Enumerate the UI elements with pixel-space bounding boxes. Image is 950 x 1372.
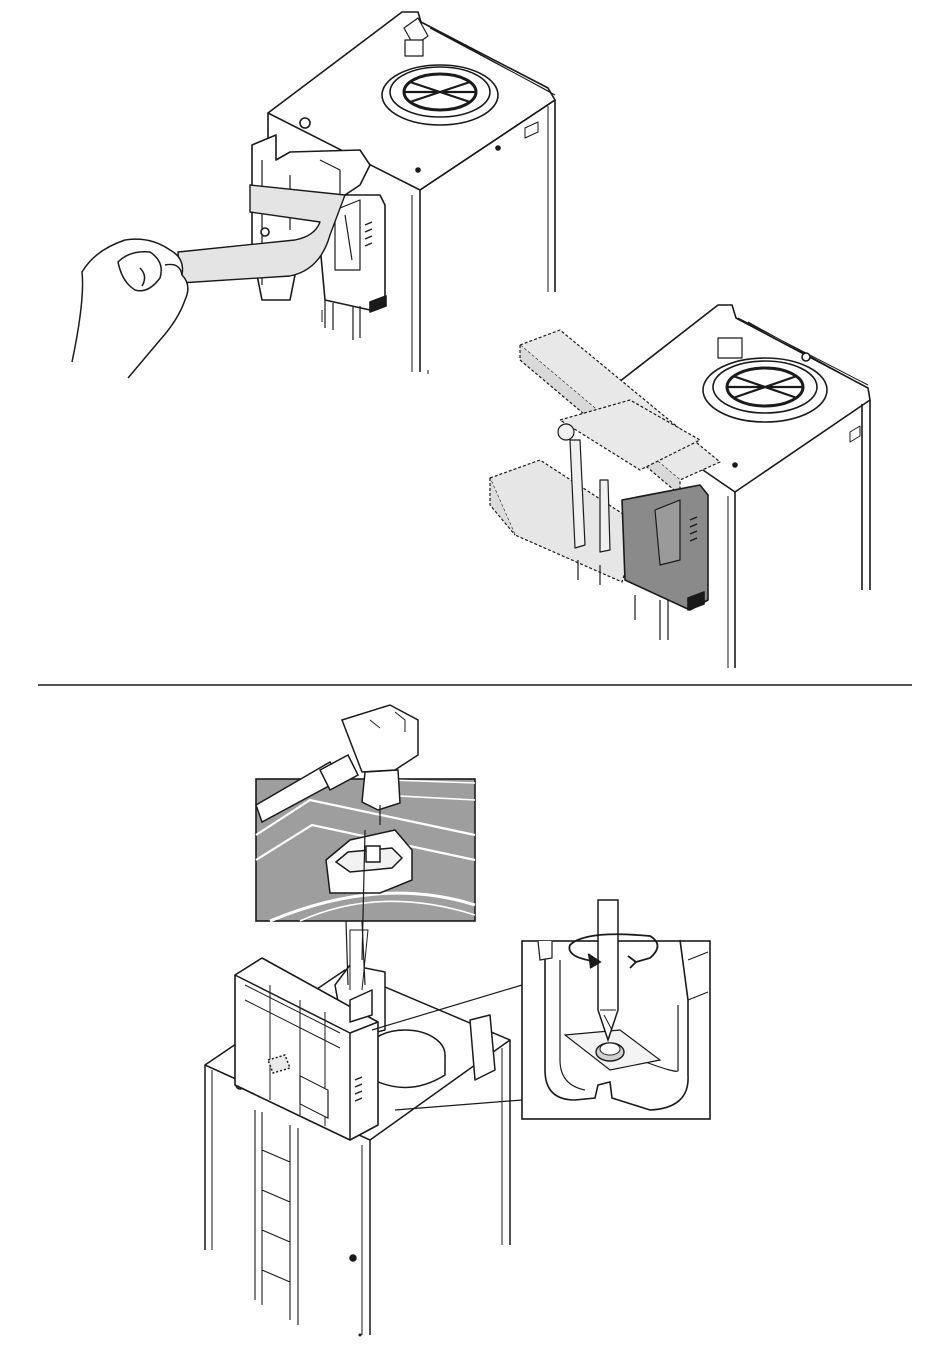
control-box-bracket (252, 135, 385, 310)
screw-detail-inset (522, 900, 710, 1119)
step-3-boiler (205, 930, 510, 1335)
step-1-boiler (72, 12, 555, 378)
flue-vent-icon (703, 358, 827, 422)
screw-icon (596, 1043, 624, 1061)
front-panel-slots (255, 1110, 298, 1325)
screwdriver-icon (598, 900, 618, 1040)
flue-vent-icon (382, 65, 498, 125)
hand-icon (72, 239, 188, 378)
step-2-boiler (490, 305, 870, 668)
